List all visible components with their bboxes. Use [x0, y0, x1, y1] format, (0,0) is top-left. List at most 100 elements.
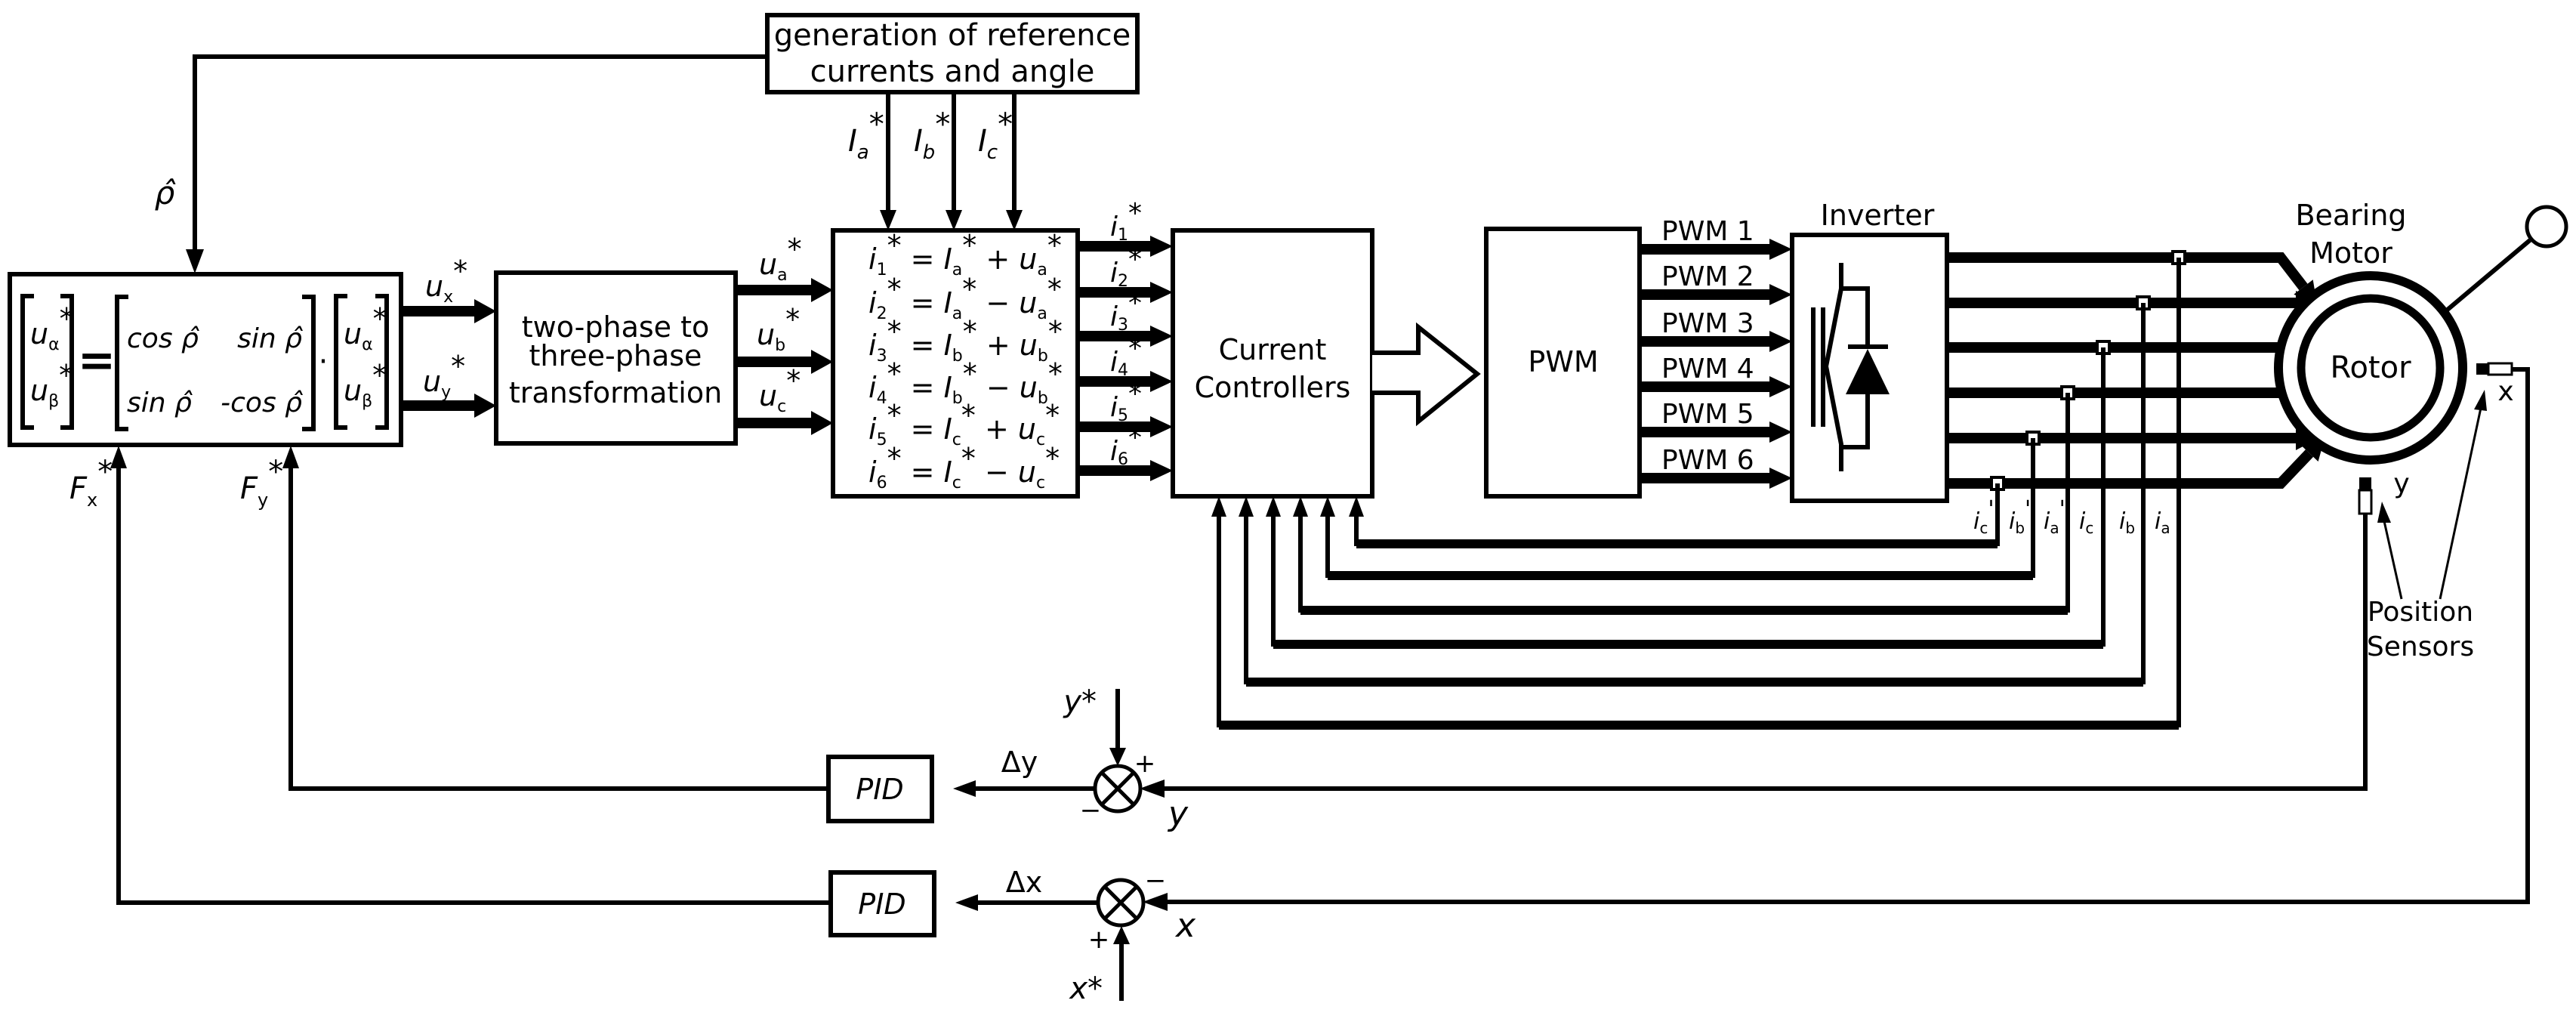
fy-label: Fy*	[240, 455, 283, 511]
pwm-signal-label: PWM 6	[1661, 445, 1754, 476]
equation-output-label: i4*	[1110, 333, 1142, 380]
arrowhead	[1150, 460, 1173, 481]
x-sensor-label: x	[2497, 376, 2513, 407]
arrowhead	[1150, 371, 1173, 392]
measured-current-label: ia'	[2044, 496, 2065, 537]
position-sensors-line1: Position	[2368, 597, 2473, 628]
measured-current-label: ic	[2079, 508, 2093, 537]
equation-row: i4* = Ib* − ub*	[868, 357, 1063, 408]
ref-current-b: Ib*	[914, 107, 950, 164]
current-controllers-line2: Controllers	[1195, 371, 1351, 404]
rotor-circle	[2297, 294, 2445, 442]
ua-label: ua*	[759, 233, 802, 285]
y-sensor-label: y	[2393, 468, 2409, 499]
arrowhead	[1239, 496, 1254, 517]
y-plus-sign: +	[1134, 749, 1156, 779]
bearing-motor: Bearing Motor Rotor	[2274, 199, 2568, 465]
equation-output-label: i5*	[1110, 378, 1142, 425]
generation-label-line1: generation of reference	[774, 18, 1131, 53]
equals-sign: =	[78, 334, 116, 387]
pwm-signal-label: PWM 2	[1661, 261, 1754, 292]
x-feedback-label: x	[1174, 906, 1196, 945]
x-ref-label: x*	[1068, 971, 1103, 1006]
pwm-signal-label: PWM 1	[1661, 216, 1754, 247]
arrowhead	[1211, 496, 1226, 517]
pwm-block: PWM	[1484, 227, 1642, 499]
generation-label-line2: currents and angle	[810, 54, 1095, 89]
pwm-label: PWM	[1528, 345, 1598, 378]
x-error-label: Δx	[1006, 866, 1042, 899]
equation-output-label: i3*	[1110, 288, 1142, 335]
transform-output-arrows: ua* ub* uc*	[736, 233, 833, 435]
equation-row: i6* = Ic* − uc*	[868, 442, 1060, 492]
measured-current-label: ib'	[2009, 496, 2031, 537]
x-pid-label: PID	[858, 888, 905, 921]
rhs-u-beta: uβ*	[344, 359, 387, 411]
uy-label: uy*	[423, 350, 465, 402]
equation-row: i2* = Ia* − ua*	[868, 273, 1062, 323]
equation-row: i1* = Ia* + ua*	[868, 229, 1062, 279]
transform-line2: three-phase	[529, 339, 702, 372]
rhs-u-alpha: uα*	[344, 302, 387, 354]
arrowhead	[1769, 421, 1792, 443]
x-minus-sign: −	[1145, 866, 1167, 896]
ref-current-c: Ic*	[978, 107, 1013, 164]
measured-current-label: ic'	[1973, 496, 1994, 537]
lhs-u-beta: uβ*	[30, 359, 73, 411]
ux-label: ux*	[425, 255, 467, 307]
inverter-output-lines	[1947, 250, 2325, 491]
matrix-cell-22: -cos ρ̂	[221, 387, 303, 418]
equation-output-arrows: i1*i2*i3*i4*i5*i6*	[1078, 198, 1173, 481]
current-controllers-block: Current Controllers	[1171, 228, 1374, 499]
dot-operator: ·	[319, 344, 329, 379]
matrix-output-arrows: ux* uy*	[401, 255, 496, 418]
arrowhead	[1769, 468, 1792, 489]
y-error-label: Δy	[1001, 746, 1038, 779]
arrowhead	[1150, 416, 1173, 437]
pwm-signal-label: PWM 3	[1661, 308, 1754, 339]
arrowhead	[1150, 236, 1173, 257]
rotor-label: Rotor	[2330, 350, 2411, 385]
y-minus-sign: −	[1080, 795, 1102, 826]
transform-line3: transformation	[509, 376, 722, 409]
pwm-signal-label: PWM 4	[1661, 354, 1754, 384]
y-feedback-label: y	[1167, 795, 1189, 833]
equation-output-label: i2*	[1110, 244, 1142, 291]
y-sensor-head	[2359, 477, 2371, 490]
x-plus-sign: +	[1088, 925, 1110, 955]
arrowhead	[1150, 282, 1173, 303]
angle-signal: ρ̂	[155, 54, 767, 273]
ub-label: ub*	[757, 303, 800, 355]
matrix-cell-11: cos ρ̂	[127, 323, 199, 354]
position-sensors: x y Position Sensors	[2358, 362, 2514, 662]
motor-phase-line	[1947, 449, 2314, 489]
lhs-u-alpha: uα*	[30, 302, 74, 354]
y-position-loop: y* + − y Δy PID Fy*	[240, 446, 1189, 833]
x-position-loop: x* + − x Δx PID Fx*	[69, 446, 1196, 1006]
arrowhead	[1266, 496, 1281, 517]
y-sensor-body	[2358, 489, 2373, 515]
position-feedback-lines	[1140, 367, 2530, 911]
inverter-label: Inverter	[1821, 199, 1935, 232]
equation-output-label: i6*	[1110, 422, 1142, 469]
inverter-block: Inverter	[1790, 199, 1949, 503]
equation-output-label: i1*	[1110, 198, 1142, 245]
igbt-diode-icon	[1811, 263, 1890, 471]
matrix-cell-21: sin ρ̂	[127, 387, 193, 418]
current-feedback-lines	[1211, 258, 2181, 730]
arrowhead	[186, 249, 204, 273]
measured-current-label: ia	[2155, 508, 2170, 537]
y-pid-label: PID	[856, 773, 903, 806]
angle-label: ρ̂	[155, 174, 177, 212]
motor-phase-line	[1947, 252, 2308, 291]
motor-label-line1: Bearing	[2295, 199, 2406, 232]
position-sensors-line2: Sensors	[2367, 631, 2474, 662]
fx-label: Fx*	[69, 455, 113, 511]
motor-label-line2: Motor	[2309, 236, 2392, 270]
arrowhead	[1769, 376, 1792, 397]
arrowhead	[1769, 239, 1792, 260]
equation-row: i3* = Ib* + ub*	[868, 315, 1063, 366]
